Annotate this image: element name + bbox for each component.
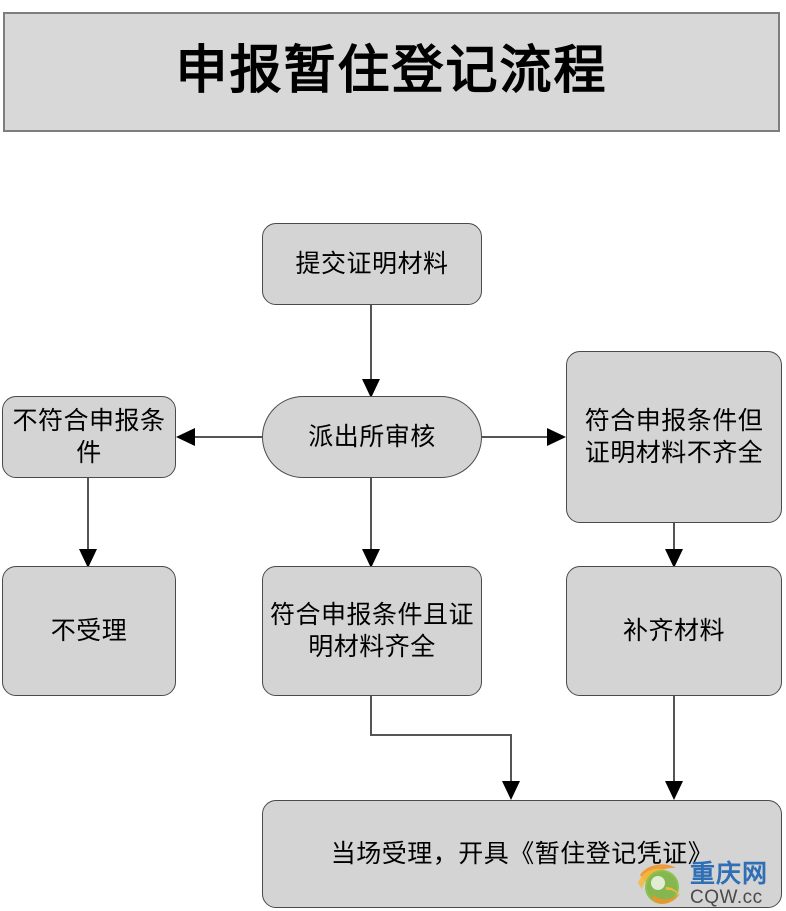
node-submit-documents[interactable]: 提交证明材料 (262, 223, 482, 305)
node-label: 补齐材料 (622, 616, 725, 645)
edge-qualified-incomplete-to-supplement (665, 523, 683, 568)
node-qualified-and-complete[interactable]: 符合申报条件且证明材料齐全 (262, 566, 482, 696)
watermark-text: 重庆网 CQW.cc (690, 862, 768, 907)
node-label: 派出所审核 (308, 422, 436, 451)
node-supplement-materials[interactable]: 补齐材料 (566, 566, 782, 696)
node-not-accepted[interactable]: 不受理 (2, 566, 176, 696)
node-qualified-but-incomplete[interactable]: 符合申报条件但证明材料不齐全 (566, 351, 782, 523)
node-label: 提交证明材料 (295, 249, 449, 278)
node-police-station-review[interactable]: 派出所审核 (262, 396, 482, 478)
node-not-qualified[interactable]: 不符合申报条件 (2, 396, 176, 478)
node-label: 不符合申报条件 (12, 406, 166, 468)
edge-review-to-qualified-incomplete (482, 428, 566, 446)
watermark-cn-label: 重庆网 (690, 861, 769, 888)
node-label: 当场受理，开具《暂住登记凭证》 (330, 839, 714, 868)
edge-review-to-not-qualified (176, 428, 262, 446)
edge-not-qualified-to-not-accepted (79, 478, 97, 568)
edge-supplement-to-accept (665, 696, 683, 800)
title-banner: 申报暂住登记流程 (3, 12, 780, 132)
cqw-logo-icon (636, 861, 688, 909)
page-title: 申报暂住登记流程 (175, 43, 608, 100)
node-label: 符合申报条件但证明材料不齐全 (584, 406, 764, 468)
watermark: 重庆网 CQW.cc (636, 858, 786, 911)
edge-qualified-complete-to-accept (370, 696, 520, 800)
node-label: 符合申报条件且证明材料齐全 (269, 600, 474, 662)
node-label: 不受理 (50, 616, 128, 645)
node-accept-on-site[interactable]: 当场受理，开具《暂住登记凭证》 (262, 800, 782, 908)
edge-submit-to-review (362, 305, 380, 398)
watermark-en-label: CQW.cc (690, 887, 763, 908)
edge-review-to-qualified-complete (362, 478, 380, 568)
